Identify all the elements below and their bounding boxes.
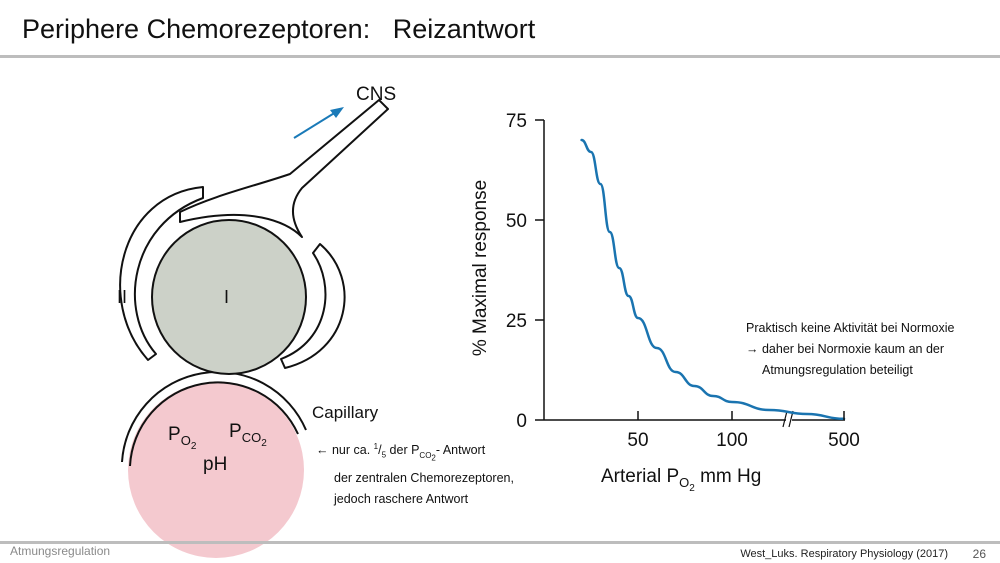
graph-note: Praktisch keine Aktivität bei Normoxie →… bbox=[746, 318, 954, 381]
pco2-label: PCO2 bbox=[229, 421, 267, 449]
x-axis-label: Arterial PO2 mm Hg bbox=[601, 466, 761, 494]
type-ii-label: II bbox=[117, 287, 127, 307]
receptor-note-line1: ← nur ca. 1/5 der PCO2- Antwort bbox=[316, 442, 486, 463]
afferent-arrowhead bbox=[330, 107, 344, 118]
x-tick-label: 500 bbox=[828, 430, 860, 451]
receptor-note-line3: jedoch raschere Antwort bbox=[334, 492, 469, 507]
capillary-wall-outer bbox=[121, 370, 307, 463]
receptor-note: ← nur ca. 1/5 der PCO2- Antwort der zent… bbox=[316, 436, 514, 510]
slide-title: Periphere Chemorezeptoren: Reizantwort bbox=[22, 14, 536, 44]
series-response-curve bbox=[580, 138, 846, 421]
receptor-diagram: CNS I II Capillary PO2 PCO2 pH bbox=[117, 84, 396, 558]
graph-note-line1: Praktisch keine Aktivität bei Normoxie bbox=[746, 321, 955, 335]
footer-divider bbox=[0, 541, 1000, 544]
footer-section-label: Atmungsregulation bbox=[10, 544, 111, 558]
title-divider bbox=[0, 55, 1000, 58]
capillary-wall-inner bbox=[129, 381, 299, 467]
footer-source: West_Luks. Respiratory Physiology (2017) bbox=[740, 548, 948, 560]
y-tick-label: 25 bbox=[506, 311, 527, 332]
nerve-fiber bbox=[179, 99, 389, 238]
po2-label: PO2 bbox=[168, 424, 197, 452]
receptor-note-line2: der zentralen Chemorezeptoren, bbox=[334, 471, 514, 486]
blood-area bbox=[128, 382, 304, 558]
x-tick-label: 50 bbox=[627, 430, 648, 451]
type-i-cell bbox=[151, 219, 307, 375]
y-tick-label: 75 bbox=[506, 111, 527, 132]
y-tick-label: 50 bbox=[506, 211, 527, 232]
type-i-label: I bbox=[224, 287, 229, 307]
capillary-label: Capillary bbox=[312, 403, 379, 422]
y-tick-label: 0 bbox=[516, 411, 527, 432]
graph-note-line2: → daher bei Normoxie kaum an der bbox=[746, 342, 945, 356]
type-ii-cell-right bbox=[280, 243, 346, 369]
x-tick-label: 100 bbox=[716, 430, 748, 451]
type-ii-cell-left bbox=[119, 186, 204, 361]
page-number: 26 bbox=[972, 547, 986, 561]
graph-note-line3: Atmungsregulation beteiligt bbox=[762, 363, 913, 377]
afferent-arrow bbox=[293, 111, 337, 139]
ph-label: pH bbox=[203, 454, 227, 475]
y-axis-label: % Maximal response bbox=[470, 180, 491, 356]
cns-label: CNS bbox=[356, 84, 396, 105]
response-chart: 0 25 50 75 50 100 500 % Maximal response Arte… bbox=[470, 111, 860, 494]
